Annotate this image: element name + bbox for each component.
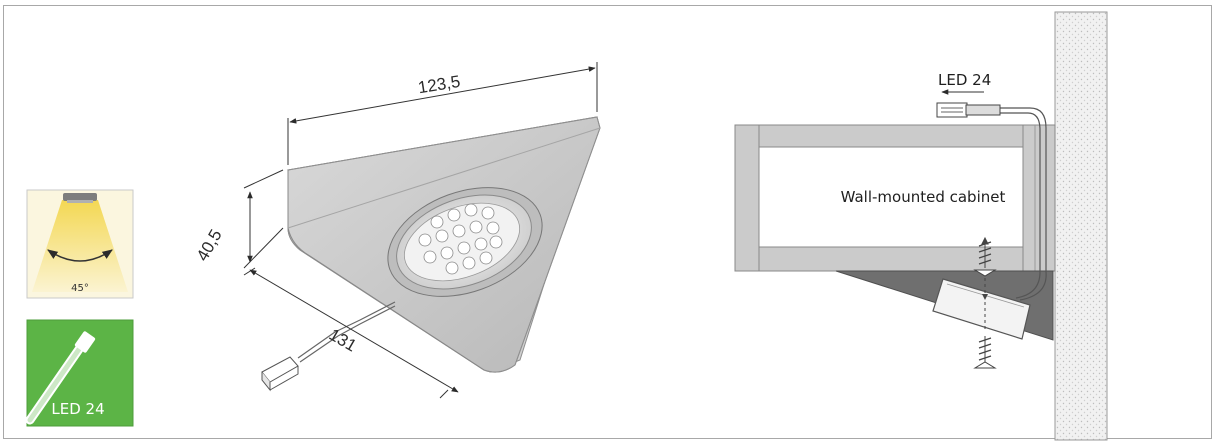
connector-plug xyxy=(261,356,299,392)
dimension-width: 123,5 xyxy=(417,72,462,97)
cabinet-label: Wall-mounted cabinet xyxy=(841,188,1006,206)
dimension-depth: 131 xyxy=(326,325,360,356)
wall xyxy=(1054,11,1108,441)
dimension-lines xyxy=(243,62,598,399)
screw-top xyxy=(973,236,997,277)
beam-angle-label: 45° xyxy=(71,283,89,294)
wall-cabinet xyxy=(734,124,1056,272)
dimension-height: 40,5 xyxy=(193,226,226,264)
drawing-frame xyxy=(3,5,1212,439)
led-24-icon: LED 24 xyxy=(25,319,134,427)
connector-label: LED 24 xyxy=(938,71,991,89)
beam-angle-icon: 45° xyxy=(26,189,134,299)
cabinet-connector xyxy=(936,102,1001,118)
led-24-label: LED 24 xyxy=(51,400,104,418)
screw-bottom xyxy=(973,336,997,369)
installation-drawing: Wall-mounted cabinet LED 24 xyxy=(734,11,1108,441)
triangular-luminaire xyxy=(261,116,601,392)
